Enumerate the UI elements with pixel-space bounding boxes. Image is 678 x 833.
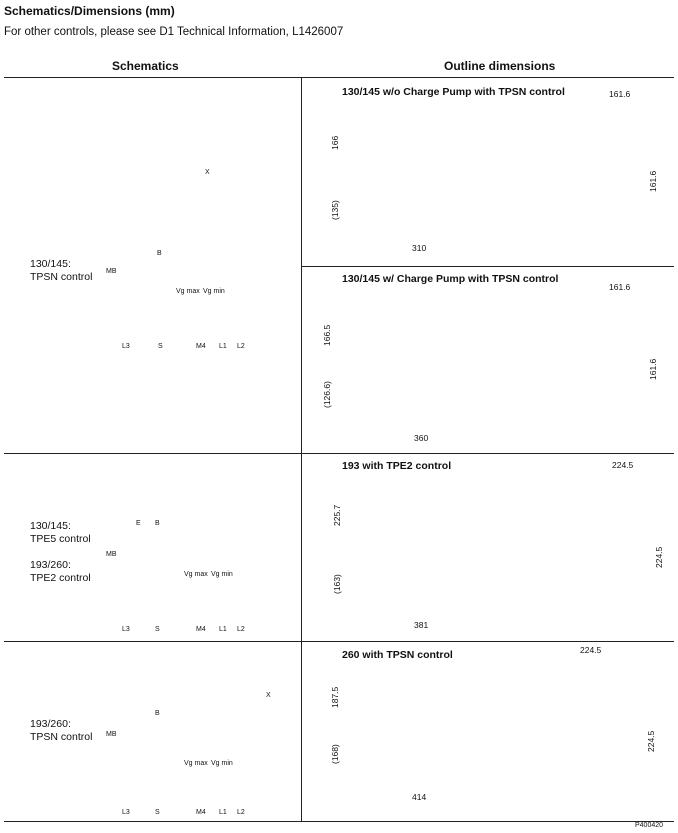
dim-width-top-2: 161.6	[609, 282, 631, 292]
port-l1-label: L1	[219, 626, 227, 633]
port-s-label: S	[155, 809, 160, 816]
vgmax-label: Vg max	[184, 571, 208, 578]
port-x-label: X	[266, 692, 271, 699]
dim-height-top-3: 225.7	[332, 504, 342, 526]
port-s-label: S	[158, 343, 163, 350]
dim-width-top-4: 224.5	[580, 645, 602, 655]
vgmax-label: Vg max	[184, 760, 208, 767]
port-b-label: B	[155, 520, 160, 527]
port-e-label: E	[136, 520, 141, 527]
control-label-1: 130/145:TPSN control	[30, 258, 93, 283]
dim-height-bottom-4: (168)	[330, 744, 340, 764]
port-mb-label: MB	[106, 731, 117, 738]
outline-title-3: 193 with TPE2 control	[342, 460, 452, 472]
dim-length-3: 381	[414, 620, 429, 630]
port-b-label: B	[157, 250, 162, 257]
outline-title-1: 130/145 w/o Charge Pump with TPSN contro…	[342, 86, 565, 98]
vgmax-label: Vg max	[176, 288, 200, 295]
dim-height-bottom-3: (163)	[332, 574, 342, 594]
dim-width-side-3: 224.5	[654, 546, 664, 568]
port-m4-label: M4	[196, 343, 206, 350]
port-s-label: S	[155, 626, 160, 633]
outline-title-2: 130/145 w/ Charge Pump with TPSN control	[342, 273, 559, 285]
row-divider-2	[4, 453, 674, 454]
vgmin-label: Vg min	[211, 760, 233, 767]
dim-height-top-4: 187.5	[330, 686, 340, 708]
row-divider-3	[4, 641, 674, 642]
figure-id: P400420	[635, 822, 664, 829]
dim-length-2: 360	[414, 433, 429, 443]
dim-width-side-2: 161.6	[648, 358, 658, 380]
page-subtitle: For other controls, please see D1 Techni…	[4, 26, 344, 38]
control-label-3: 130/145:TPE5 control 193/260:TPE2 contro…	[30, 520, 91, 584]
vgmin-label: Vg min	[211, 571, 233, 578]
schematics-heading: Schematics	[112, 59, 179, 73]
row-divider-1	[301, 266, 674, 267]
port-l2-label: L2	[237, 809, 245, 816]
port-x-label: X	[205, 169, 210, 176]
dim-height-top-2: 166.5	[322, 324, 332, 346]
dim-length-1: 310	[412, 243, 427, 253]
dim-width-top-1: 161.6	[609, 89, 631, 99]
outline-heading: Outline dimensions	[444, 59, 556, 73]
dim-height-bottom-1: (135)	[330, 200, 340, 220]
port-b-label: B	[155, 710, 160, 717]
port-l3-label: L3	[122, 809, 130, 816]
port-l3-label: L3	[122, 343, 130, 350]
dim-height-top-1: 166	[330, 135, 340, 150]
column-divider	[301, 77, 302, 822]
port-l1-label: L1	[219, 809, 227, 816]
page-title: Schematics/Dimensions (mm)	[4, 4, 175, 18]
port-mb-label: MB	[106, 268, 117, 275]
header-divider	[4, 77, 674, 78]
dim-length-4: 414	[412, 792, 427, 802]
vgmin-label: Vg min	[203, 288, 225, 295]
bottom-divider	[4, 821, 674, 822]
dim-width-side-1: 161.6	[648, 170, 658, 192]
port-mb-label: MB	[106, 551, 117, 558]
control-label-4: 193/260:TPSN control	[30, 718, 93, 743]
port-m4-label: M4	[196, 809, 206, 816]
outline-title-4: 260 with TPSN control	[342, 649, 453, 661]
port-l3-label: L3	[122, 626, 130, 633]
dim-height-bottom-2: (126.6)	[322, 381, 332, 408]
port-l1-label: L1	[219, 343, 227, 350]
port-m4-label: M4	[196, 626, 206, 633]
port-l2-label: L2	[237, 626, 245, 633]
dim-width-side-4: 224.5	[646, 730, 656, 752]
port-l2-label: L2	[237, 343, 245, 350]
dim-width-top-3: 224.5	[612, 460, 634, 470]
